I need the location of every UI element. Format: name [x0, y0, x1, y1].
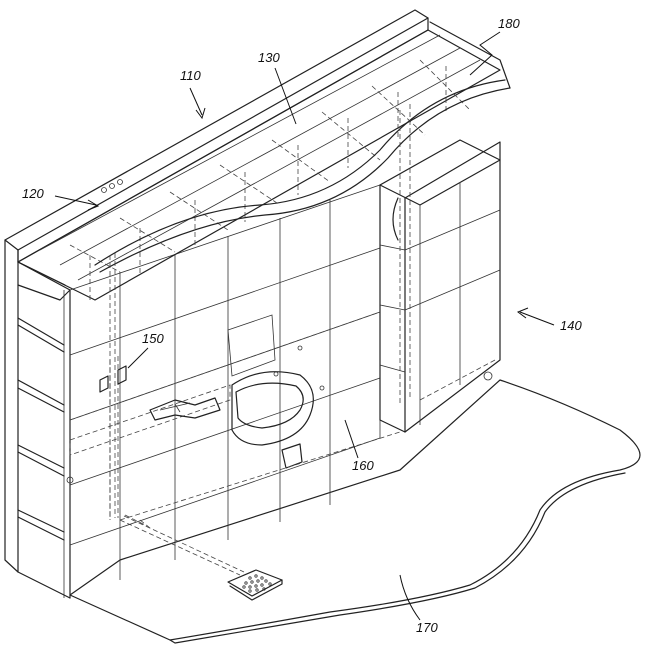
label-150: 150 — [142, 331, 164, 346]
cabinet-module — [379, 104, 501, 433]
floor-drain — [227, 569, 283, 601]
label-120: 120 — [22, 186, 44, 201]
wall-frame — [4, 9, 429, 599]
vanity-unit — [66, 356, 231, 520]
pipe-openings — [101, 179, 123, 193]
label-160: 160 — [352, 458, 374, 473]
reference-labels: 110 130 180 120 150 140 160 170 — [22, 16, 582, 635]
label-110: 110 — [180, 68, 201, 83]
floor-slab — [69, 379, 641, 644]
plumbing-lines — [69, 253, 401, 529]
wall-tile-grid — [69, 184, 381, 580]
drain-pipe — [119, 515, 245, 576]
wall-hung-toilet — [227, 314, 325, 469]
ceiling-sheet — [94, 21, 511, 273]
ceiling-frame — [17, 29, 501, 301]
label-170: 170 — [416, 620, 438, 635]
label-140: 140 — [560, 318, 582, 333]
label-180: 180 — [498, 16, 520, 31]
label-130: 130 — [258, 50, 280, 65]
shelf-column — [17, 261, 71, 599]
